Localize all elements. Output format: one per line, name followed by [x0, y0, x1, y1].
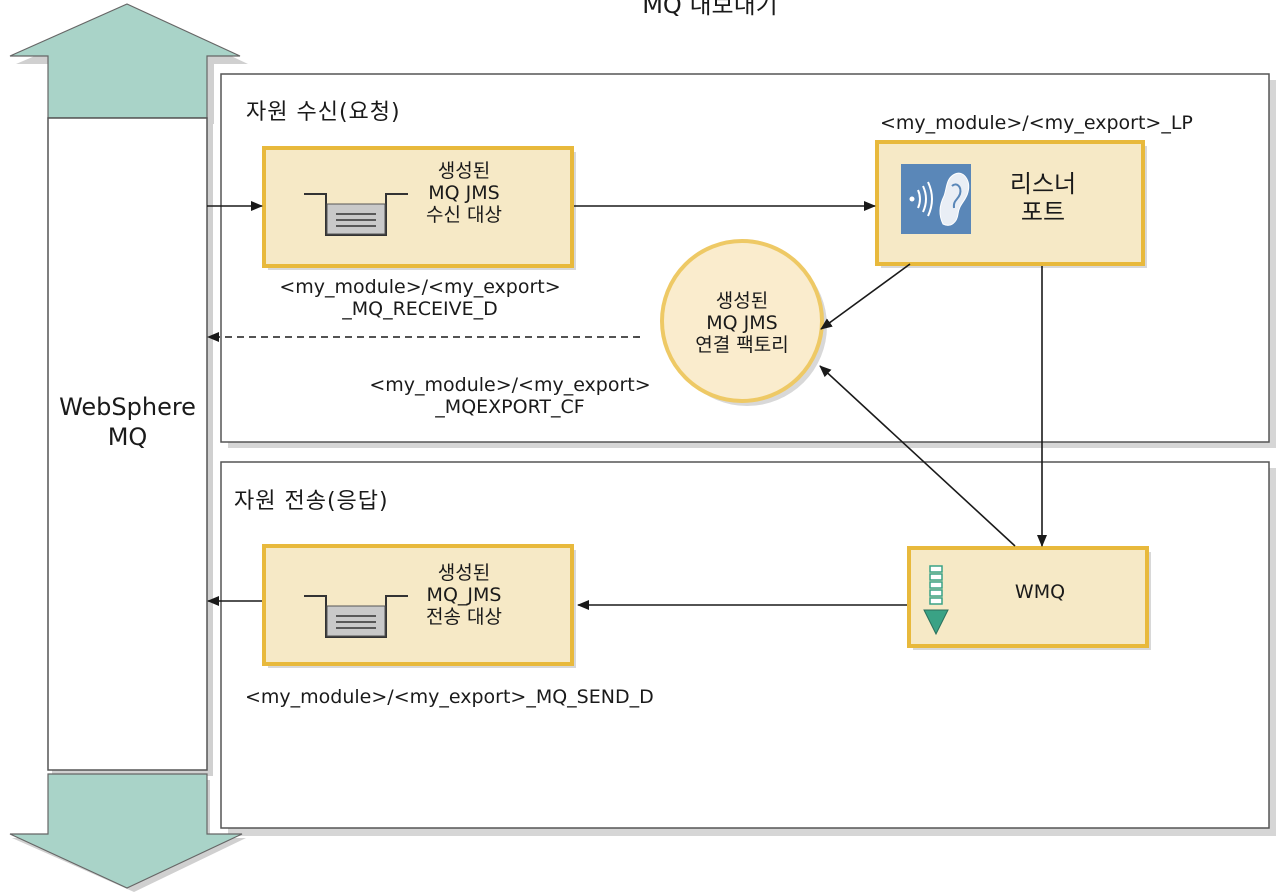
- queue-icon: [304, 595, 408, 638]
- receive-destination-box: [262, 146, 576, 270]
- factory-line3: 연결 팩토리: [695, 334, 789, 356]
- receive-dest-line1: 생성된: [437, 160, 491, 182]
- listener-to-factory-arrow: [820, 263, 911, 330]
- factory-line1: 생성된: [715, 290, 769, 312]
- receive-dest-caption1: <my_module>/<my_export>: [279, 276, 561, 298]
- listener-text: 리스너 포트: [1008, 170, 1078, 226]
- send-dest-caption: <my_module>/<my_export>_MQ_SEND_D: [245, 686, 654, 708]
- listener-caption: <my_module>/<my_export>_LP: [880, 112, 1193, 134]
- diagram-title: MQ 내보내기: [642, 0, 778, 19]
- websphere-line2: MQ: [107, 423, 148, 451]
- factory-text: 생성된 MQ JMS 연결 팩토리: [672, 290, 812, 356]
- wmq-queue-icon: [923, 565, 949, 636]
- receive-dest-line3: 수신 대상: [426, 204, 502, 226]
- receive-dest-text: 생성된 MQ JMS 수신 대상: [404, 160, 524, 226]
- factory-line2: MQ JMS: [706, 312, 778, 334]
- receive-dest-caption: <my_module>/<my_export> _MQ_RECEIVE_D: [264, 276, 576, 320]
- listener-line1: 리스너: [1009, 170, 1077, 198]
- wmq-label: WMQ: [1014, 581, 1066, 603]
- send-dest-line2: MQ_JMS: [426, 584, 502, 606]
- websphere-mq-double-arrow: [9, 3, 248, 892]
- factory-caption1: <my_module>/<my_export>: [369, 374, 651, 396]
- websphere-mq-label: WebSphere MQ: [48, 392, 207, 452]
- ear-icon: [901, 164, 971, 234]
- connectors: [207, 201, 1047, 610]
- queue-icon: [304, 193, 408, 236]
- send-destination-box: [262, 544, 576, 668]
- factory-caption2: _MQEXPORT_CF: [435, 396, 585, 418]
- listener-line2: 포트: [1020, 198, 1066, 226]
- listener-port-box: [875, 140, 1147, 268]
- receive-section-title: 자원 수신(요청): [246, 100, 401, 125]
- send-dest-line3: 전송 대상: [426, 606, 502, 628]
- send-dest-line1: 생성된: [437, 562, 491, 584]
- factory-caption: <my_module>/<my_export> _MQEXPORT_CF: [360, 374, 660, 418]
- send-dest-text: 생성된 MQ_JMS 전송 대상: [404, 562, 524, 628]
- receive-dest-caption2: _MQ_RECEIVE_D: [342, 298, 498, 320]
- send-section-title: 자원 전송(응답): [234, 489, 389, 514]
- wmq-to-factory-arrow: [819, 365, 1016, 547]
- websphere-line1: WebSphere: [59, 393, 196, 421]
- receive-dest-line2: MQ JMS: [428, 182, 500, 204]
- wmq-box: [907, 546, 1151, 650]
